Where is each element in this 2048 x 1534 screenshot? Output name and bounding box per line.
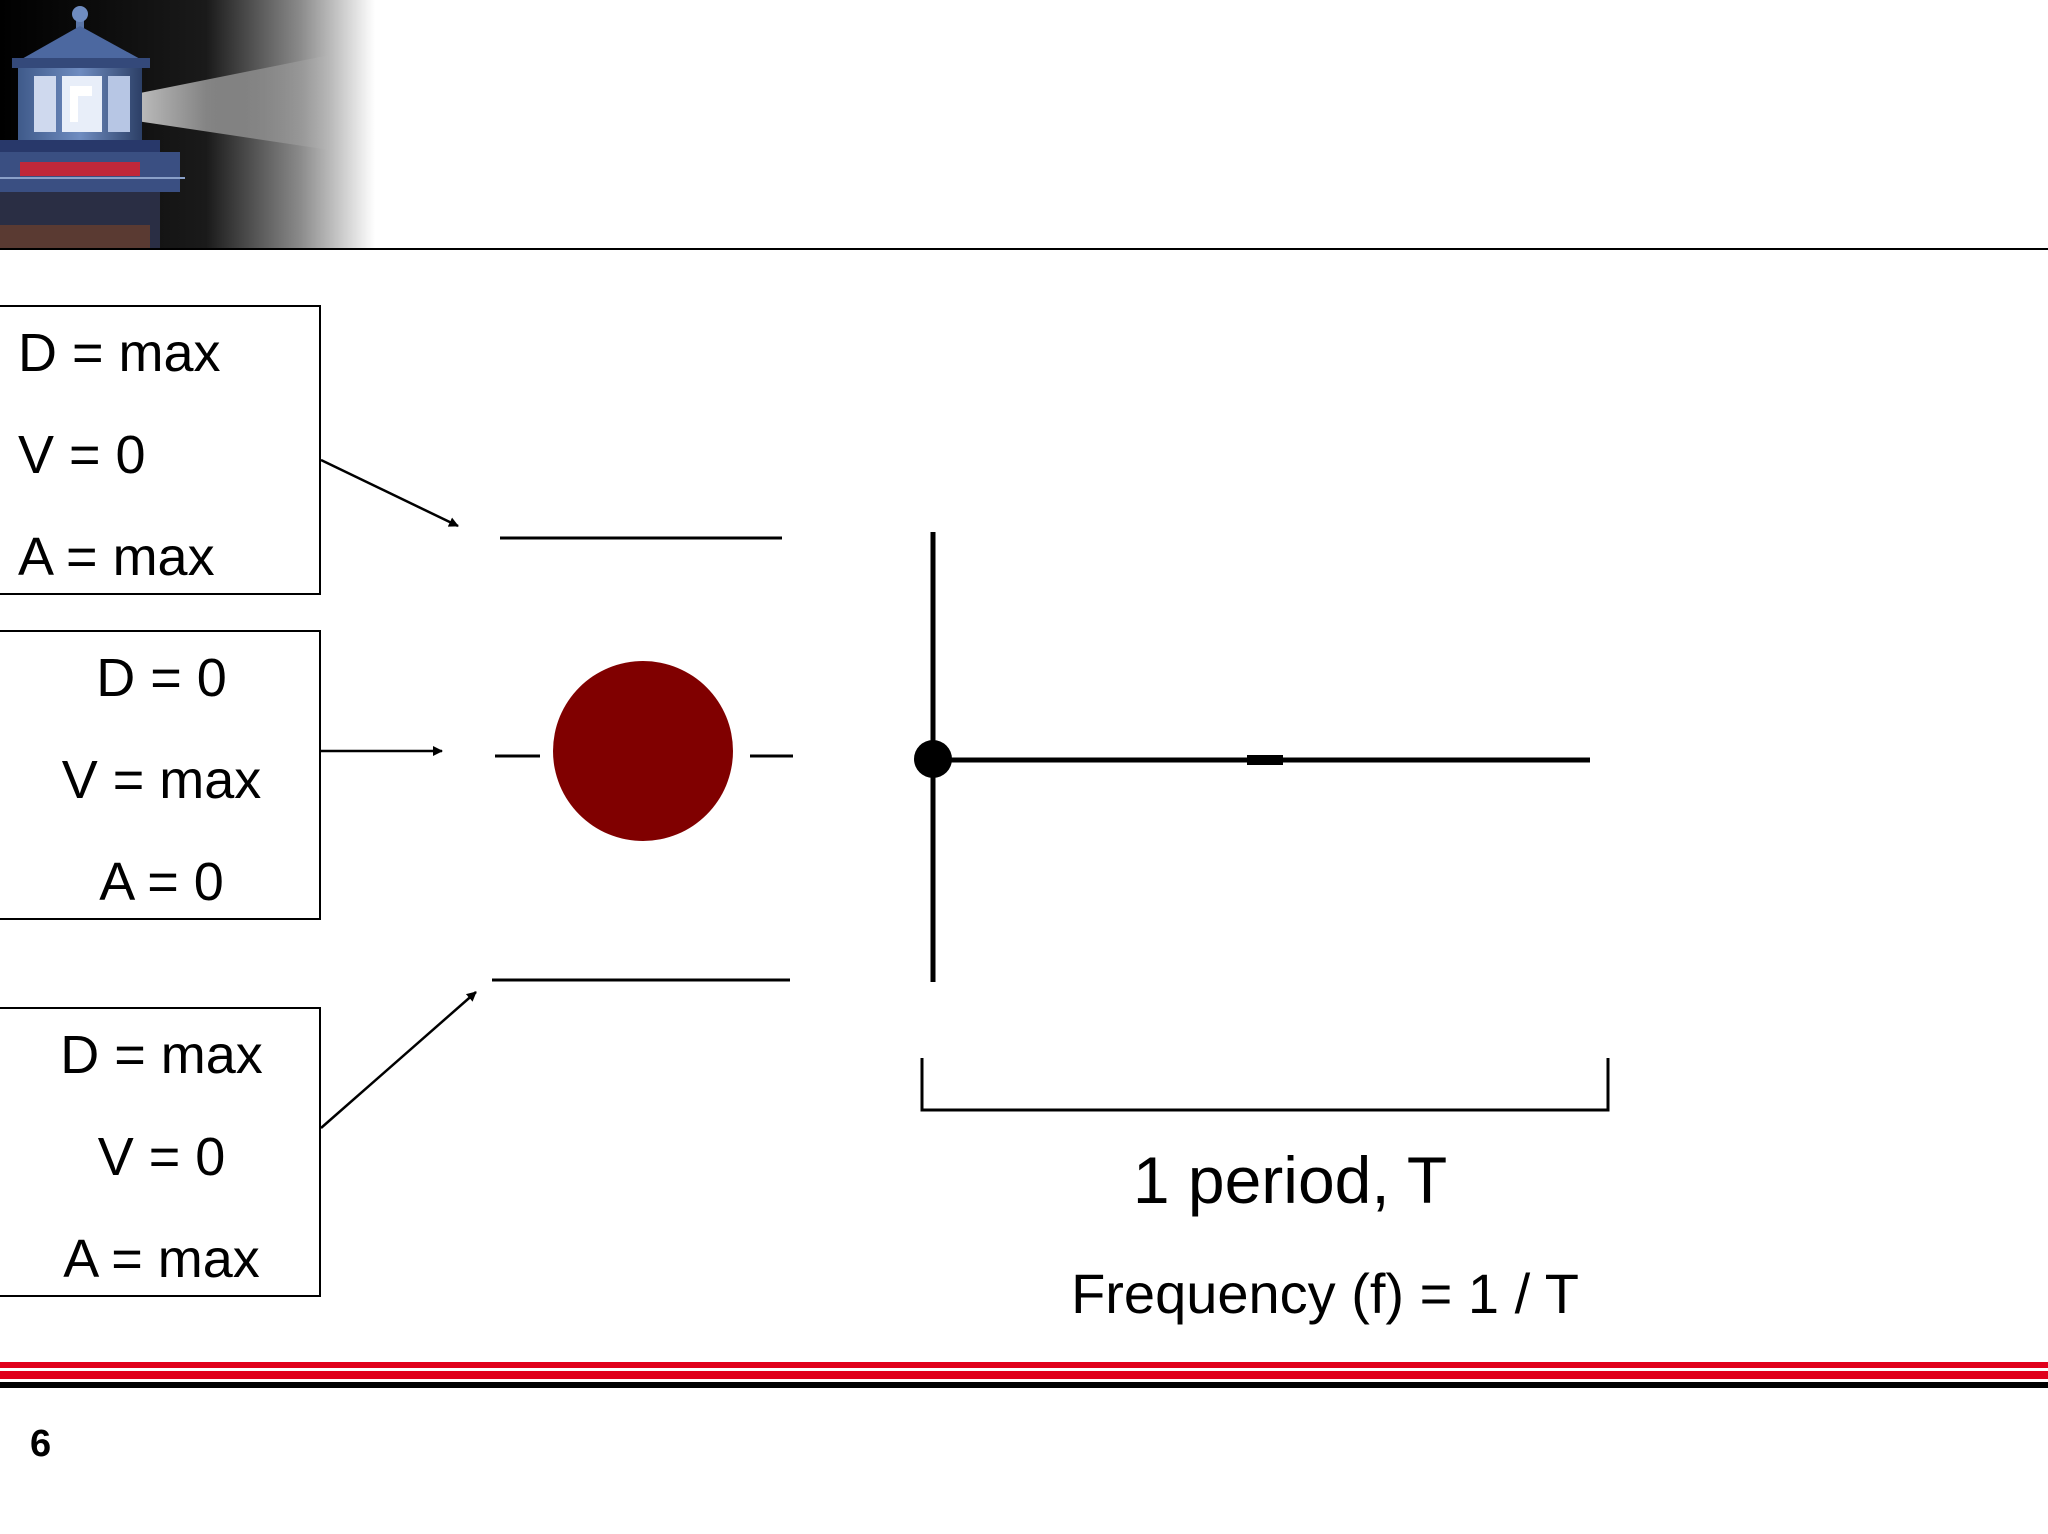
time-graph	[914, 532, 1590, 982]
page-number: 6	[30, 1422, 51, 1466]
arrow-top	[321, 460, 458, 526]
graph-midpoint-tick	[1247, 755, 1283, 765]
arrow-bottom	[321, 992, 476, 1128]
graph-origin-dot	[914, 740, 952, 778]
arrows	[321, 460, 476, 1128]
oscillating-ball	[553, 661, 733, 841]
period-bracket	[922, 1058, 1608, 1110]
frequency-label: Frequency (f) = 1 / T	[1000, 1262, 1650, 1326]
footer-band	[0, 1362, 2048, 1390]
period-label: 1 period, T	[1040, 1142, 1540, 1218]
